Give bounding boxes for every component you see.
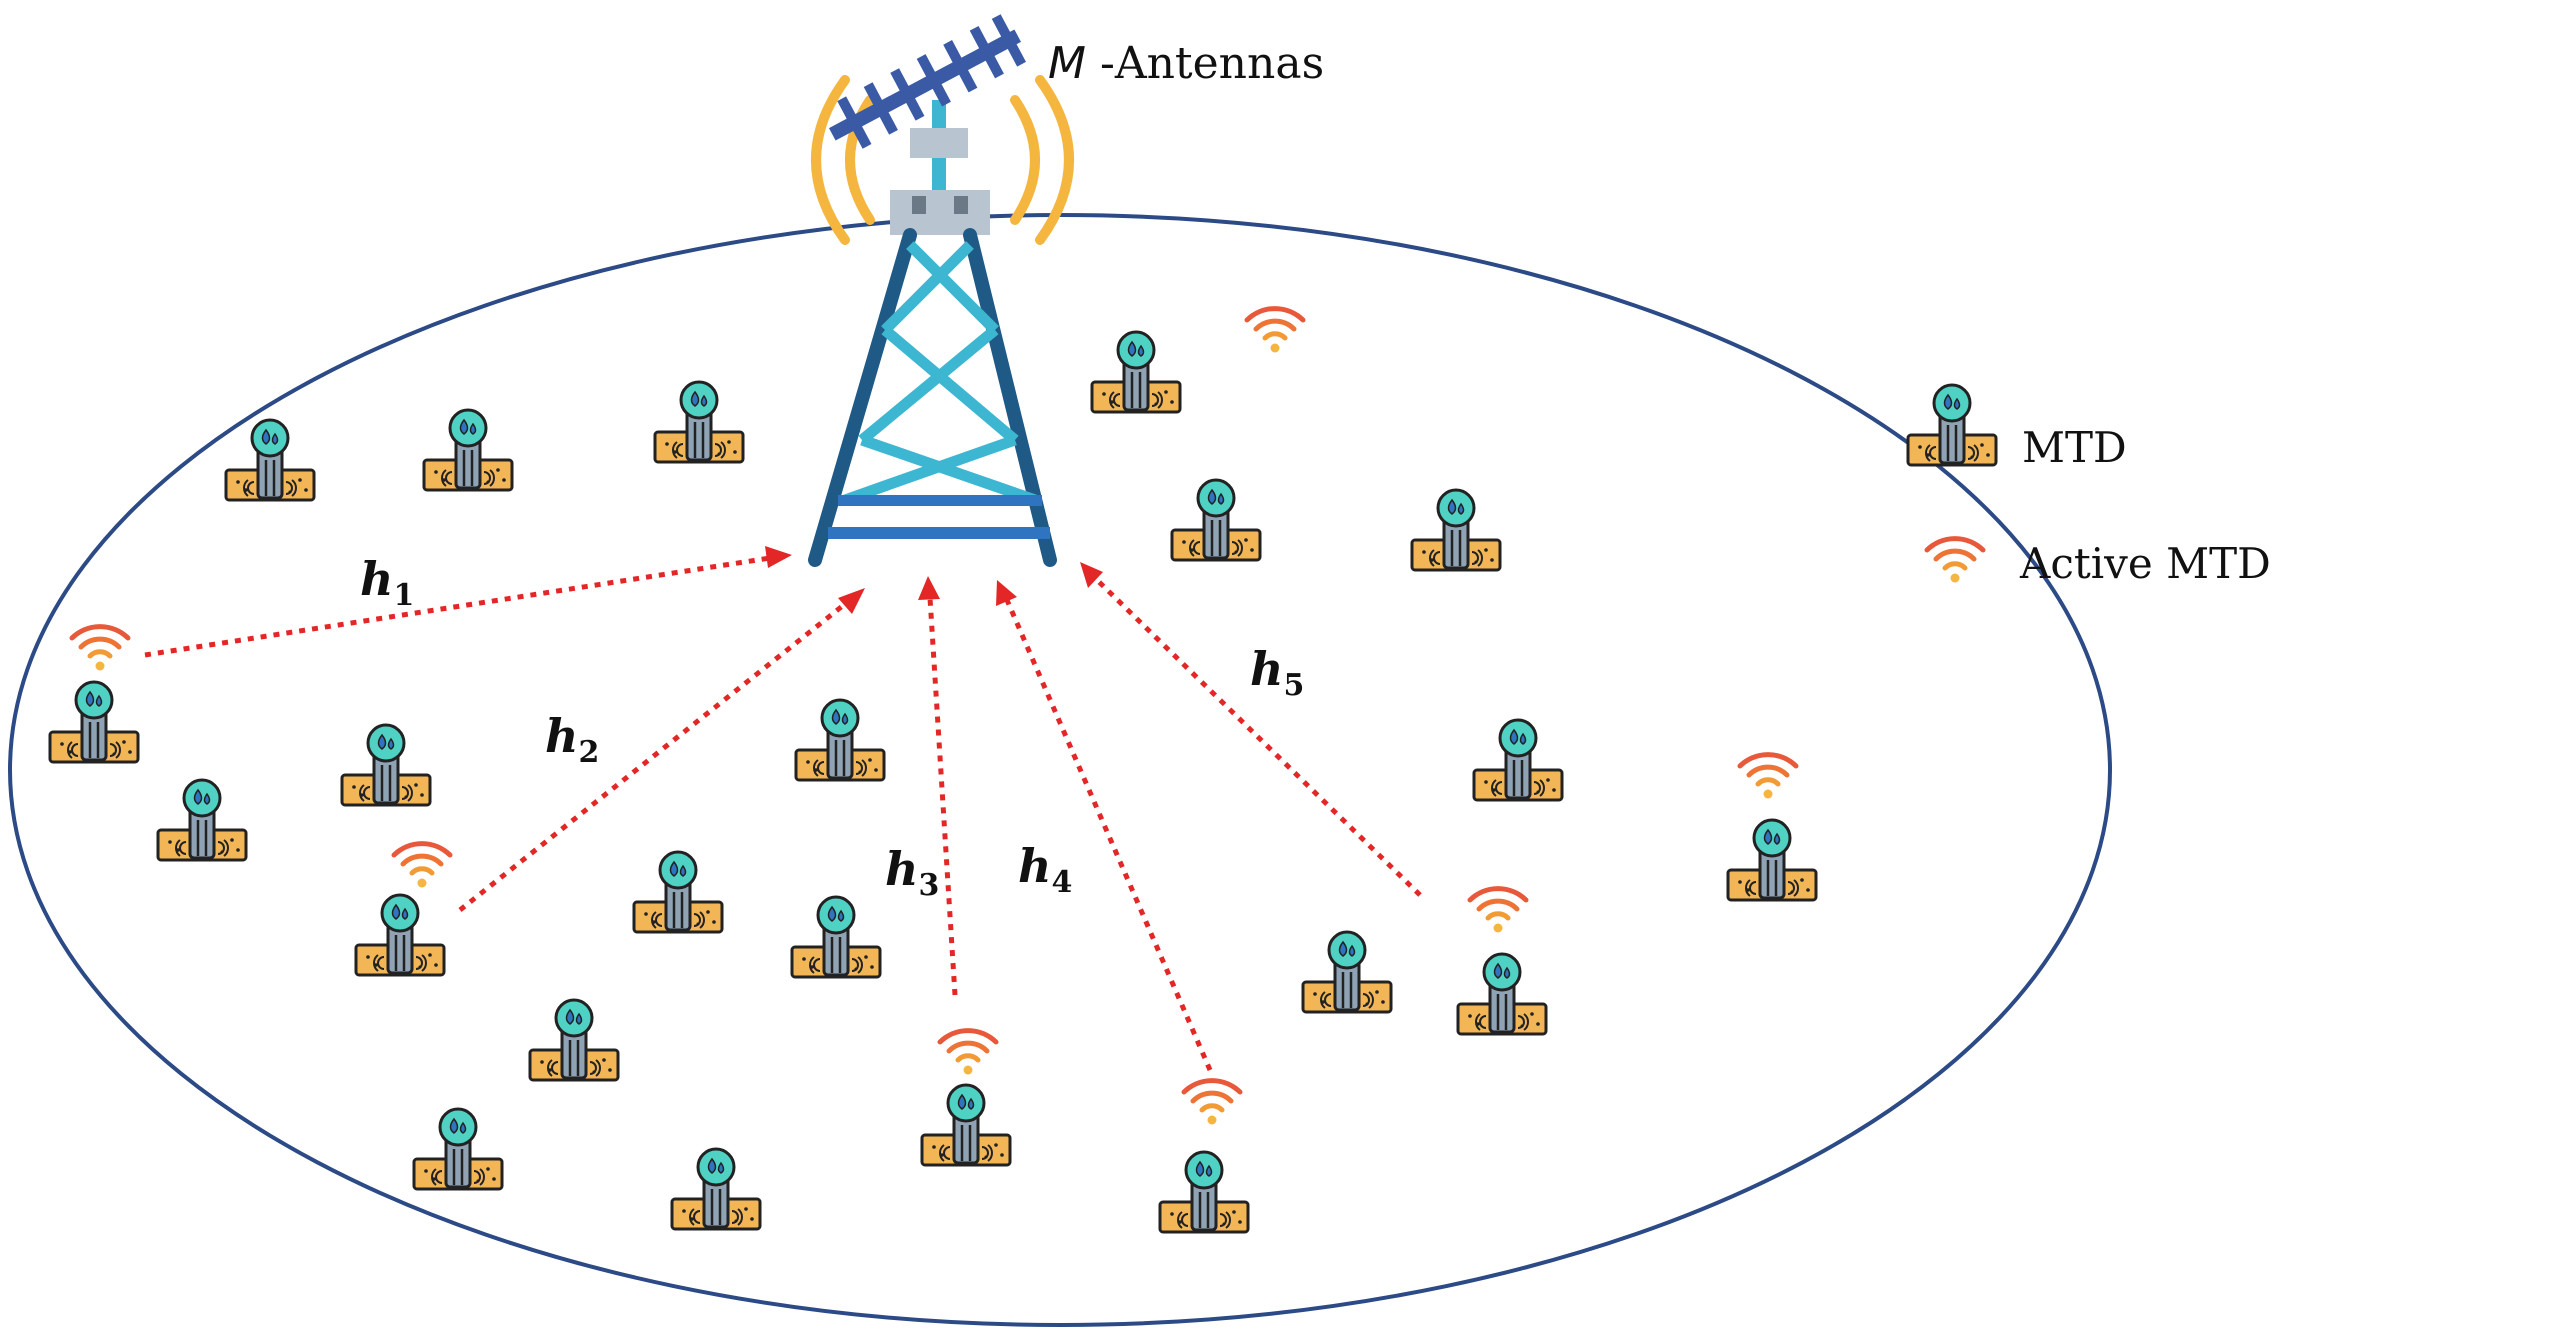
- channel-label-1: h1: [360, 552, 414, 613]
- legend-mtd-label: MTD: [2022, 423, 2127, 472]
- soil-sensor-icon: [422, 408, 514, 492]
- legend: MTD Active MTD: [1906, 383, 2271, 588]
- soil-sensor-icon: [1090, 330, 1182, 414]
- signal-arc-icon: [1035, 75, 1074, 245]
- soil-sensor-icon: [48, 680, 140, 764]
- soil-sensor-icon: [528, 998, 620, 1082]
- soil-sensor-icon: [156, 778, 248, 862]
- wifi-signal-icon: [1470, 889, 1526, 933]
- antenna-symbol: M: [1048, 38, 1086, 89]
- channel-arrow-1: [144, 555, 771, 658]
- soil-sensor-icon: [1301, 930, 1393, 1014]
- channel-arrow-4: [1004, 599, 1213, 1071]
- wifi-signal-icon: [72, 627, 128, 671]
- signal-arc-icon: [1010, 95, 1040, 225]
- soil-sensor-icon: [1456, 952, 1548, 1036]
- wifi-signal-icon: [1184, 1081, 1240, 1125]
- soil-sensor-icon: [412, 1107, 504, 1191]
- soil-sensor-icon: [920, 1083, 1012, 1167]
- channel-arrow-2: [458, 598, 852, 912]
- channel-label-2: h2: [545, 709, 599, 770]
- base-station-tower: [808, 14, 1074, 567]
- soil-sensor-icon: [1170, 478, 1262, 562]
- wifi-signal-icon: [1740, 755, 1796, 799]
- soil-sensor-icon: [794, 698, 886, 782]
- channel-arrow-5: [1093, 576, 1422, 897]
- soil-sensor-icon: [1472, 718, 1564, 802]
- coverage-area: [8, 213, 2112, 1327]
- arrow-head-3: [918, 576, 940, 600]
- channel-label-4: h4: [1018, 839, 1072, 900]
- arrow-heads: [765, 546, 1103, 614]
- soil-sensor-icon: [1726, 818, 1818, 902]
- soil-sensor-icon: [1410, 488, 1502, 572]
- legend-active-icon: [1927, 539, 1983, 583]
- signal-arc-icon: [811, 75, 850, 245]
- arrow-head-1: [765, 546, 792, 568]
- soil-sensor-icon: [224, 418, 316, 502]
- soil-sensor-icon: [653, 380, 745, 464]
- soil-sensor-icon: [790, 895, 882, 979]
- antenna-title: M -Antennas: [1048, 38, 1324, 89]
- channel-label-5: h5: [1250, 642, 1304, 703]
- arrow-head-2: [838, 588, 865, 614]
- soil-sensor-icon: [632, 850, 724, 934]
- channel-label-3: h3: [885, 842, 939, 903]
- wifi-signal-icon: [1247, 309, 1303, 353]
- active-signals: [72, 309, 1796, 1125]
- arrow-head-4: [996, 580, 1017, 606]
- legend-mtd-icon: [1906, 383, 1998, 467]
- antenna-text: -Antennas: [1086, 38, 1324, 89]
- soil-sensor-icon: [340, 723, 432, 807]
- channel-arrow-3: [927, 597, 958, 996]
- soil-sensor-icon: [670, 1147, 762, 1231]
- arrow-head-5: [1080, 562, 1103, 588]
- channel-arrows: [144, 555, 1422, 1071]
- soil-sensor-icon: [1158, 1150, 1250, 1234]
- soil-sensor-icon: [354, 893, 446, 977]
- channel-labels: h1 h2 h3 h4 h5: [360, 552, 1304, 903]
- legend-active-label: Active MTD: [2019, 539, 2271, 588]
- wifi-signal-icon: [394, 844, 450, 888]
- wifi-signal-icon: [940, 1031, 996, 1075]
